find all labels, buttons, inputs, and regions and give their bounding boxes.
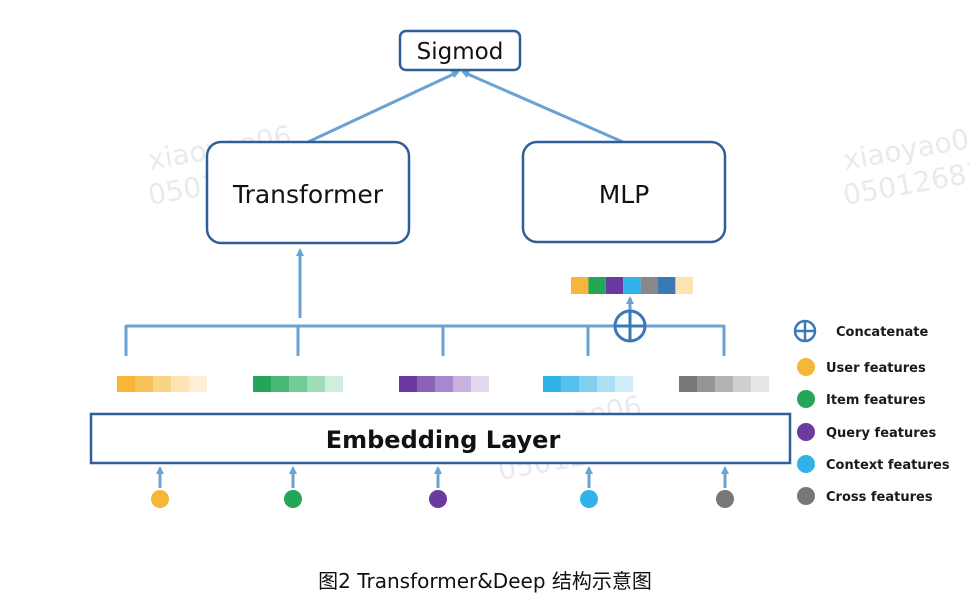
context-features-swatch-icon [797,455,815,473]
query-embedding-bar [399,376,489,392]
item-embedding-bar [253,376,343,392]
context-embedding-segment [615,376,633,392]
concatenated-embedding-segment [675,277,693,294]
legend-label: Item features [826,393,926,408]
query-embedding-segment [435,376,453,392]
mlp-to-sigmoid-arrow [461,70,624,144]
item-embedding-segment [325,376,343,392]
item-embedding-segment [289,376,307,392]
query-embedding-segment [453,376,471,392]
context-embedding-segment [543,376,561,392]
transformer-to-sigmoid-arrow [307,70,460,144]
feature-inputs [151,490,734,508]
user-embedding-segment [189,376,207,392]
legend-label: User features [826,361,926,376]
concatenated-embedding-segment [605,277,624,294]
query-embedding-segment [417,376,435,392]
legend-item-query: Query features [797,423,936,441]
legend-label: Cross features [826,490,933,505]
concat-icon [613,309,647,343]
legend-item-concatenate: Concatenate [793,319,928,343]
item-features-swatch-icon [797,390,815,408]
user-feature-dot [151,490,169,508]
concatenated-embedding-segment [640,277,658,294]
user-embedding-segment [135,376,153,392]
context-embedding-bar [543,376,633,392]
embedding-layer-label: Embedding Layer [326,426,561,454]
context-embedding-segment [579,376,597,392]
cross-embedding-segment [697,376,715,392]
item-embedding-segment [271,376,289,392]
legend-item-context: Context features [797,455,950,473]
cross-embedding-segment [679,376,697,392]
query-features-swatch-icon [797,423,815,441]
mlp-label: MLP [599,180,650,209]
context-feature-dot [580,490,598,508]
mlp-node: MLP [521,140,727,244]
context-embedding-segment [597,376,615,392]
cross-embedding-bar [679,376,769,392]
user-embedding-segment [171,376,189,392]
cross-feature-dot [716,490,734,508]
query-embedding-segment [399,376,417,392]
item-embedding-segment [253,376,271,392]
legend-label: Query features [826,426,936,441]
query-feature-dot [429,490,447,508]
user-embedding-segment [153,376,171,392]
sigmoid-label: Sigmod [417,39,504,65]
item-embedding-segment [307,376,325,392]
transformer-node: Transformer [205,140,411,245]
user-features-swatch-icon [797,358,815,376]
concatenated-embedding-segment [658,277,676,294]
legend-item-user: User features [797,358,926,376]
legend-label: Context features [826,458,950,473]
cross-embedding-segment [751,376,769,392]
legend-item-item: Item features [797,390,926,408]
embedding-layer-node: Embedding Layer [89,412,792,465]
cross-embedding-segment [733,376,751,392]
sigmoid-node: Sigmod [398,29,522,72]
cross-embedding-segment [715,376,733,392]
legend-label: Concatenate [836,325,928,340]
item-feature-dot [284,490,302,508]
user-embedding-bar [117,376,207,392]
context-embedding-segment [561,376,579,392]
user-embedding-segment [117,376,135,392]
concatenated-embedding-segment [571,277,589,294]
query-embedding-segment [471,376,489,392]
concatenated-embedding-segment [588,277,606,294]
transformer-label: Transformer [232,180,384,209]
concatenated-embedding-bar [571,277,693,294]
legend: Concatenate User features Item features … [793,319,950,505]
concatenated-embedding-segment [623,277,641,294]
figure-caption: 图2 Transformer&Deep 结构示意图 [318,569,652,593]
legend-item-cross: Cross features [797,487,933,505]
cross-features-swatch-icon [797,487,815,505]
